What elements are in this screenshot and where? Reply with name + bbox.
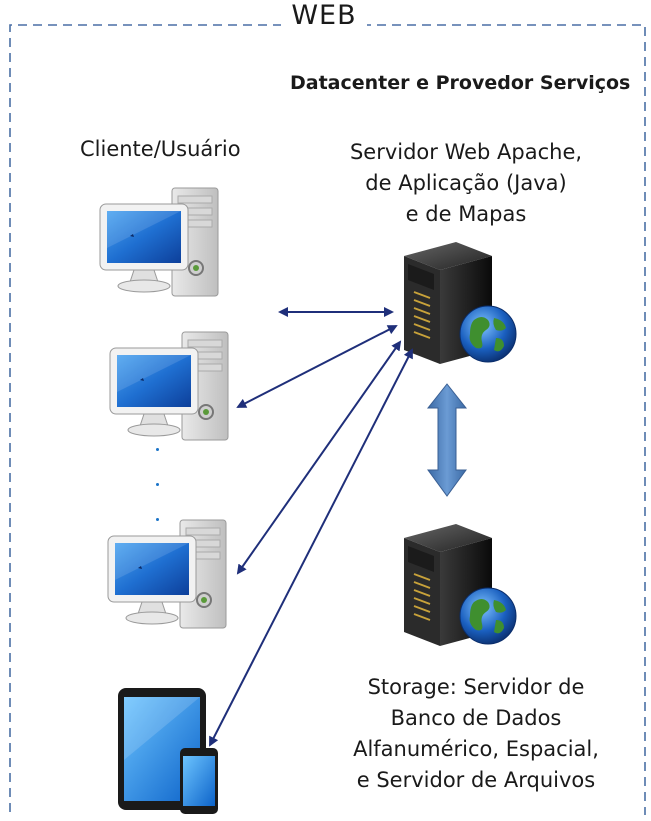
client-label: Cliente/Usuário <box>80 137 241 161</box>
arrow-client3-web <box>236 340 402 575</box>
arrow-mobile-web <box>209 348 413 747</box>
server-globe-icon[interactable] <box>403 523 517 647</box>
arrow-client2-web <box>236 325 398 408</box>
web-boundary-frame <box>9 24 646 815</box>
desktop-computer-icon[interactable] <box>109 331 229 441</box>
ellipsis-dots <box>156 448 164 553</box>
tablet-phone-icon[interactable] <box>118 688 218 814</box>
desktop-computer-icon[interactable] <box>107 519 227 629</box>
desktop-computer-icon[interactable] <box>99 187 219 297</box>
web-label: WEB <box>0 0 651 31</box>
server-globe-icon[interactable] <box>403 241 517 365</box>
datacenter-label: Datacenter e Provedor Serviços <box>290 72 631 94</box>
web-server-label: Servidor Web Apache, de Aplicação (Java)… <box>349 140 583 226</box>
web-storage-block-arrow <box>426 383 468 497</box>
storage-label: Storage: Servidor de Banco de Dados Alfa… <box>353 675 599 792</box>
